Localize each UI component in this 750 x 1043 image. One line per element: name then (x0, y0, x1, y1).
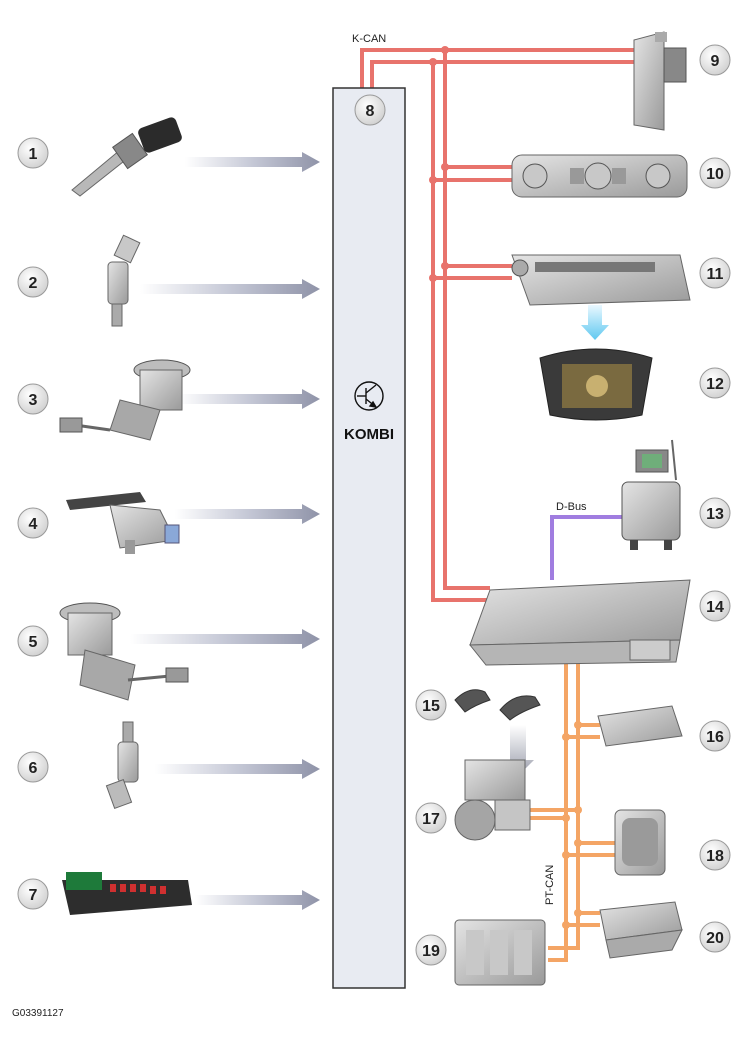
svg-text:13: 13 (706, 506, 724, 523)
signal-arrow-1 (185, 152, 320, 172)
dbus-line (550, 515, 622, 580)
transistor-icon (354, 381, 384, 411)
callout-4: 4 (17, 507, 49, 539)
svg-text:14: 14 (706, 599, 724, 616)
sensor-2 (107, 234, 141, 327)
callout-14: 14 (699, 590, 731, 622)
kcan-bus (360, 48, 637, 602)
svg-text:15: 15 (422, 698, 440, 715)
svg-text:17: 17 (422, 811, 440, 828)
callout-17: 17 (415, 802, 447, 834)
kcan-label: K-CAN (352, 33, 386, 45)
svg-text:8: 8 (366, 103, 375, 120)
svg-text:16: 16 (706, 729, 724, 746)
signal-arrow-3 (178, 389, 320, 409)
control-unit-16 (597, 705, 683, 747)
signal-arrow-2 (140, 279, 320, 299)
ptcan-label: PT-CAN (544, 865, 556, 905)
sensor-6 (105, 721, 139, 809)
fuse-box-7 (62, 872, 192, 915)
svg-text:3: 3 (29, 392, 38, 409)
svg-text:11: 11 (707, 266, 724, 283)
svg-text:2: 2 (29, 275, 38, 292)
kcan-junction-dots (429, 46, 449, 282)
callout-5: 5 (17, 625, 49, 657)
svg-text:4: 4 (29, 516, 38, 533)
callout-3: 3 (17, 383, 49, 415)
ptcan-junction-dots (562, 721, 582, 929)
fuel-level-sender-3 (59, 359, 191, 441)
callout-16: 16 (699, 720, 731, 752)
wheel-speed-sensors-15 (454, 689, 541, 721)
svg-text:1: 1 (29, 146, 38, 163)
signal-arrows (130, 152, 320, 910)
svg-text:5: 5 (29, 634, 38, 651)
central-display-12 (539, 348, 653, 421)
callout-9: 9 (699, 44, 731, 76)
svg-text:10: 10 (706, 166, 724, 183)
callout-2: 2 (17, 266, 49, 298)
callout-8: 8 (354, 94, 386, 126)
callout-7: 7 (17, 878, 49, 910)
callout-1: 1 (17, 137, 49, 169)
callout-13: 13 (699, 497, 731, 529)
callout-11: 11 (699, 257, 731, 289)
signal-arrow-5 (130, 629, 320, 649)
svg-text:20: 20 (706, 930, 724, 947)
handbrake-4 (66, 492, 180, 554)
svg-text:7: 7 (29, 887, 38, 904)
svg-text:19: 19 (422, 943, 440, 960)
kombi-label: KOMBI (344, 426, 394, 443)
radio-unit-11 (511, 254, 691, 306)
callout-12: 12 (699, 367, 731, 399)
temperature-sensor (71, 117, 182, 197)
callout-19: 19 (415, 934, 447, 966)
callout-20: 20 (699, 921, 731, 953)
fuel-level-sender-5 (59, 602, 189, 701)
callout-18: 18 (699, 839, 731, 871)
svg-text:18: 18 (706, 848, 724, 865)
figure-code: G03391127 (12, 1008, 64, 1019)
svg-text:12: 12 (706, 376, 724, 393)
engine-control-unit-19 (454, 919, 546, 986)
climate-panel-10 (511, 154, 688, 198)
signal-arrow-7 (195, 890, 320, 910)
callout-10: 10 (699, 157, 731, 189)
dbus-label: D-Bus (556, 501, 587, 513)
radar-sensor-18 (614, 809, 666, 876)
display-arrow (581, 305, 609, 340)
svg-text:9: 9 (711, 53, 720, 70)
central-gateway-14 (468, 579, 691, 666)
callout-15: 15 (415, 689, 447, 721)
callout-6: 6 (17, 751, 49, 783)
svg-text:6: 6 (29, 760, 38, 777)
control-unit-20 (599, 901, 683, 959)
kombi-module (332, 87, 406, 989)
signal-arrow-6 (155, 759, 320, 779)
signal-arrow-4 (175, 504, 320, 524)
diagnostic-tester-13 (621, 439, 681, 550)
dsc-unit-17 (454, 759, 531, 841)
module-9 (633, 31, 687, 131)
